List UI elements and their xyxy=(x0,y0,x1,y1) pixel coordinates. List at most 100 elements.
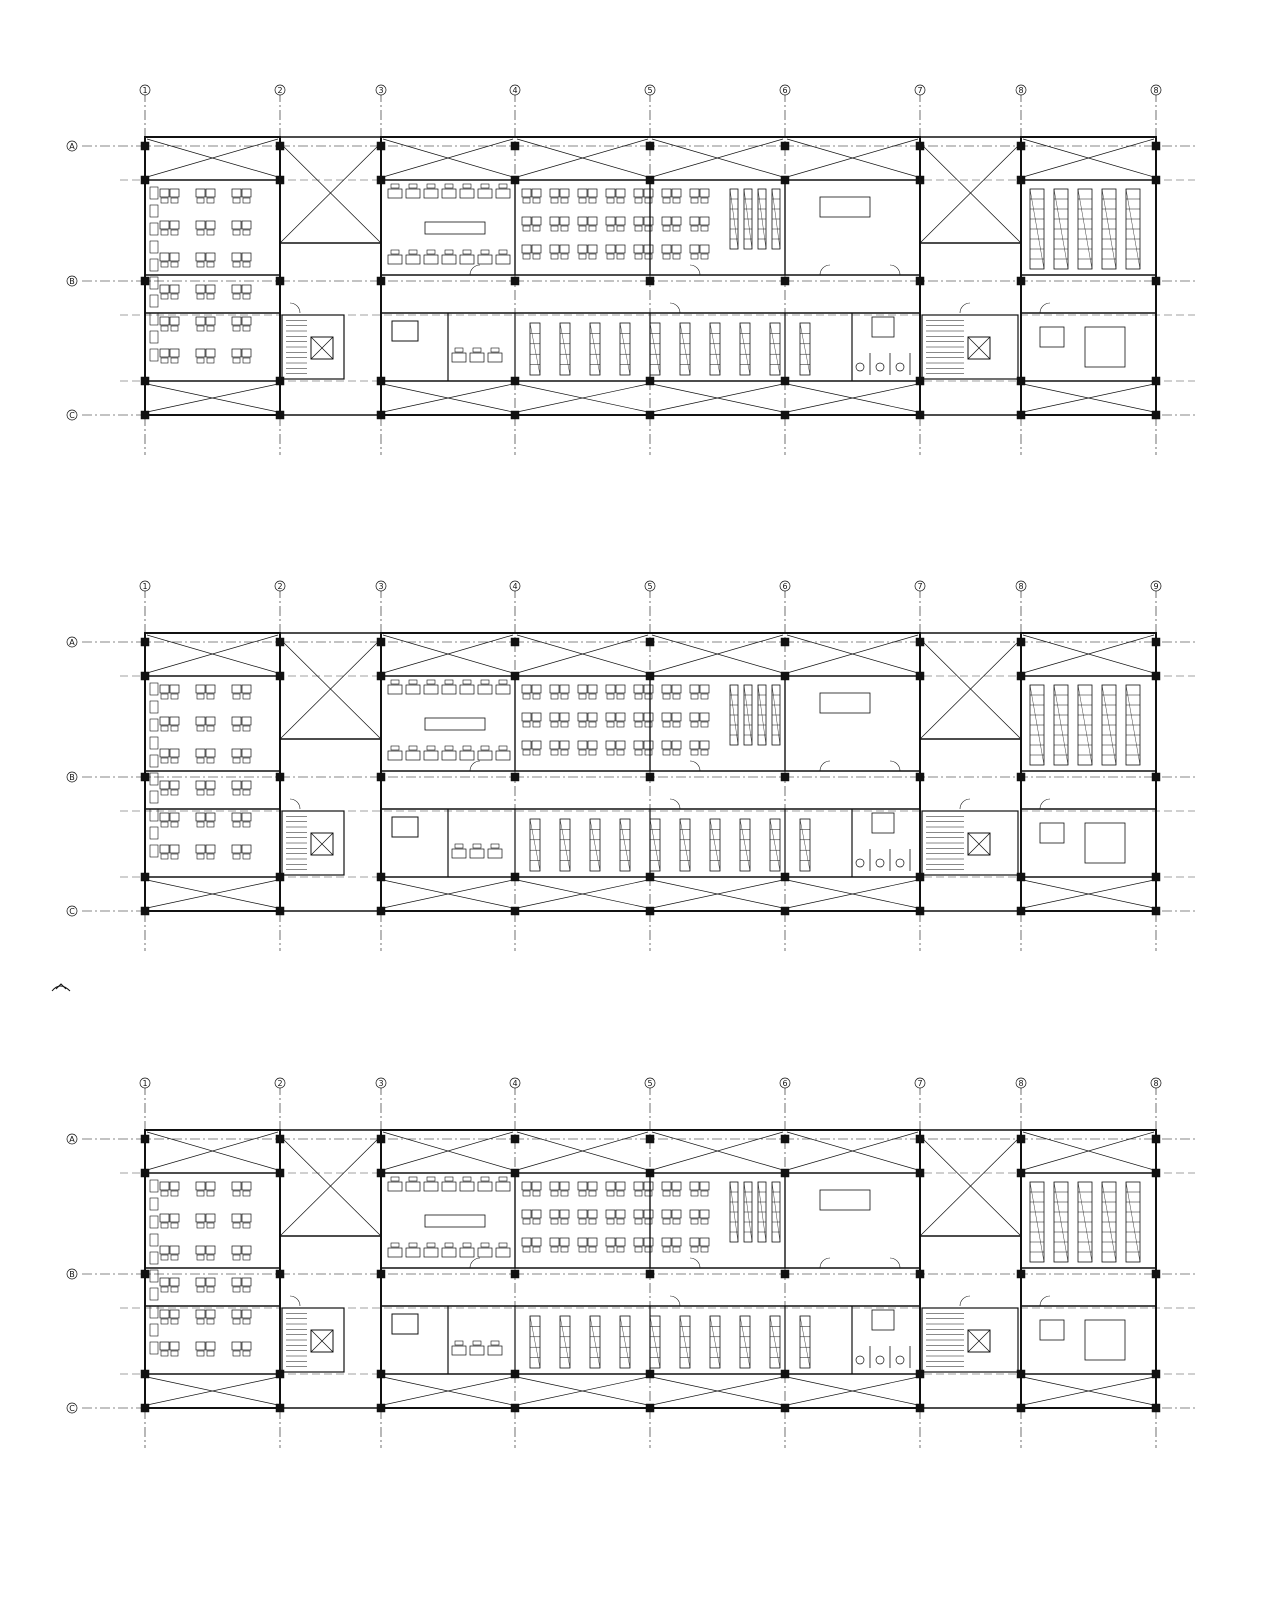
grid-bubble-column xyxy=(644,84,656,96)
column-post xyxy=(376,671,386,681)
grid-column-label: 4 xyxy=(512,86,517,95)
building-outline xyxy=(144,632,281,912)
shelving-icon xyxy=(589,322,601,376)
desk-icon xyxy=(699,684,710,694)
grid-column-label: 6 xyxy=(782,86,787,95)
shelving-icon xyxy=(1029,684,1045,766)
column-post xyxy=(915,872,925,882)
desk-pair xyxy=(159,188,180,204)
desk-icon xyxy=(559,712,570,722)
desk-pair xyxy=(689,1181,710,1197)
desk-icon xyxy=(487,347,503,363)
desk-icon xyxy=(559,1237,570,1247)
column-post xyxy=(1151,1369,1161,1379)
conference-table xyxy=(424,717,486,731)
door-swing xyxy=(669,302,681,314)
desk-icon xyxy=(549,712,560,722)
desk-icon xyxy=(615,1181,626,1191)
desk-pair xyxy=(159,1213,180,1229)
desk-icon xyxy=(559,684,570,694)
desk-pair xyxy=(689,712,710,728)
meeting-table xyxy=(819,196,871,218)
facade-cross xyxy=(651,1376,784,1406)
chair-icon xyxy=(700,1246,709,1253)
shelving-icon xyxy=(529,322,541,376)
toilet-icon xyxy=(895,362,905,372)
chair-icon xyxy=(149,1305,159,1319)
desk-icon xyxy=(689,712,700,722)
shelving-icon xyxy=(709,818,721,872)
desk-pair xyxy=(549,684,570,700)
chair-icon xyxy=(662,1218,671,1225)
chair-icon xyxy=(426,183,436,189)
desk-pair xyxy=(633,188,654,204)
desk-icon xyxy=(159,1277,170,1287)
chair-icon xyxy=(560,749,569,756)
chair-icon xyxy=(160,1318,169,1325)
desk-icon xyxy=(241,716,252,726)
column-post xyxy=(140,410,150,420)
desk-icon xyxy=(559,216,570,226)
facade-cross xyxy=(146,1131,279,1171)
elevator-icon xyxy=(967,336,991,360)
desk-icon xyxy=(205,780,216,790)
shelving-icon xyxy=(729,684,739,746)
desk-pair xyxy=(577,712,598,728)
desk-icon xyxy=(661,684,672,694)
column-post xyxy=(376,906,386,916)
desk-icon xyxy=(495,745,511,761)
chair-icon xyxy=(616,749,625,756)
grid-column-label: 8 xyxy=(1153,86,1158,95)
desk-icon xyxy=(459,745,475,761)
grid-row-label: C xyxy=(69,1404,75,1413)
grid-column-label: 7 xyxy=(917,86,922,95)
desk-icon xyxy=(661,244,672,254)
desk-icon xyxy=(241,1213,252,1223)
desk-pair xyxy=(549,188,570,204)
desk-icon xyxy=(159,1245,170,1255)
chair-icon xyxy=(242,1286,251,1293)
desk-icon xyxy=(241,844,252,854)
chair-icon xyxy=(560,1190,569,1197)
chair-icon xyxy=(616,721,625,728)
chair-icon xyxy=(480,1242,490,1248)
chair-icon xyxy=(634,253,643,260)
desk-icon xyxy=(549,1181,560,1191)
column-post xyxy=(376,141,386,151)
column-post xyxy=(915,276,925,286)
shelving-icon xyxy=(619,818,631,872)
chair-icon xyxy=(634,1246,643,1253)
chair-icon xyxy=(206,725,215,732)
column-post xyxy=(915,410,925,420)
desk-icon xyxy=(205,684,216,694)
grid-bubble-column xyxy=(1150,1077,1162,1089)
chair-icon xyxy=(170,821,179,828)
column-post xyxy=(915,1269,925,1279)
chair-icon xyxy=(672,749,681,756)
door-swing xyxy=(959,302,971,314)
chair-icon xyxy=(522,693,531,700)
desk-icon xyxy=(521,244,532,254)
column-post xyxy=(645,772,655,782)
grid-column-label: 8 xyxy=(1018,1079,1023,1088)
shelving-icon xyxy=(799,322,811,376)
desk-icon xyxy=(423,1242,439,1258)
desk-icon xyxy=(159,748,170,758)
column-post xyxy=(140,276,150,286)
column-post xyxy=(1016,141,1026,151)
desk-pair xyxy=(231,716,252,732)
desk-icon xyxy=(531,188,542,198)
desk-icon xyxy=(231,780,242,790)
facade-cross xyxy=(516,383,649,413)
door-swing xyxy=(819,760,831,772)
desk-icon xyxy=(195,684,206,694)
desk-pair xyxy=(195,348,216,364)
chair-icon xyxy=(700,721,709,728)
desk-icon xyxy=(521,188,532,198)
chair-icon xyxy=(196,293,205,300)
chair-icon xyxy=(550,253,559,260)
chair-icon xyxy=(196,757,205,764)
desk-icon xyxy=(241,748,252,758)
stair-icon xyxy=(921,314,1019,380)
desk-pair xyxy=(159,252,180,268)
